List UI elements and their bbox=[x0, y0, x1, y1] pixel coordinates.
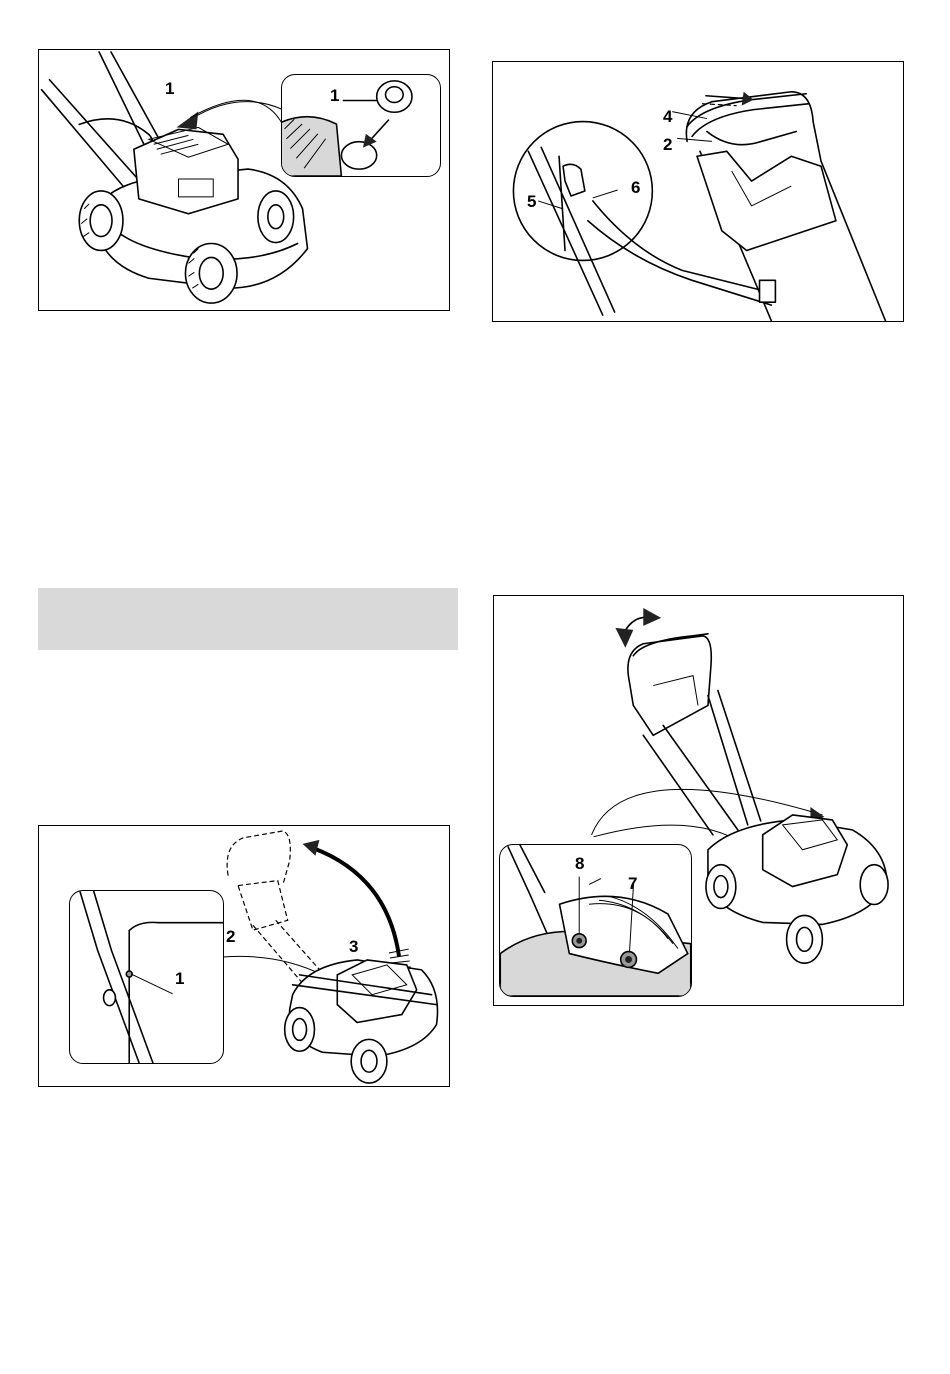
callout-1: 1 bbox=[165, 80, 174, 97]
figure-handle-brake-lever: 4 2 5 6 bbox=[492, 61, 904, 322]
folding-knob-inset: 8 7 bbox=[499, 844, 692, 997]
oil-cap-detail-drawing bbox=[282, 75, 440, 176]
callout-4: 4 bbox=[663, 108, 672, 125]
callout-6: 6 bbox=[631, 179, 640, 196]
inset-callout-1: 1 bbox=[330, 87, 339, 104]
callout-5: 5 bbox=[527, 193, 536, 210]
callout-8: 8 bbox=[575, 855, 584, 872]
handle-drawing bbox=[493, 62, 903, 321]
callout-3: 3 bbox=[349, 938, 358, 955]
callout-1: 1 bbox=[175, 970, 184, 987]
handle-pivot-inset: 1 bbox=[69, 890, 224, 1064]
oil-cap-inset: 1 bbox=[281, 74, 441, 177]
callout-2: 2 bbox=[226, 928, 235, 945]
callout-7: 7 bbox=[628, 875, 637, 892]
figure-oil-cap-removal: 1 1 bbox=[38, 49, 450, 311]
callout-2: 2 bbox=[663, 136, 672, 153]
pivot-detail-drawing bbox=[70, 891, 223, 1063]
knob-detail-drawing bbox=[500, 845, 691, 996]
figure-handle-unfolding: 1 2 3 bbox=[38, 825, 450, 1087]
section-heading-bar bbox=[38, 588, 458, 650]
figure-handle-folding-knobs: 8 7 bbox=[493, 595, 904, 1006]
